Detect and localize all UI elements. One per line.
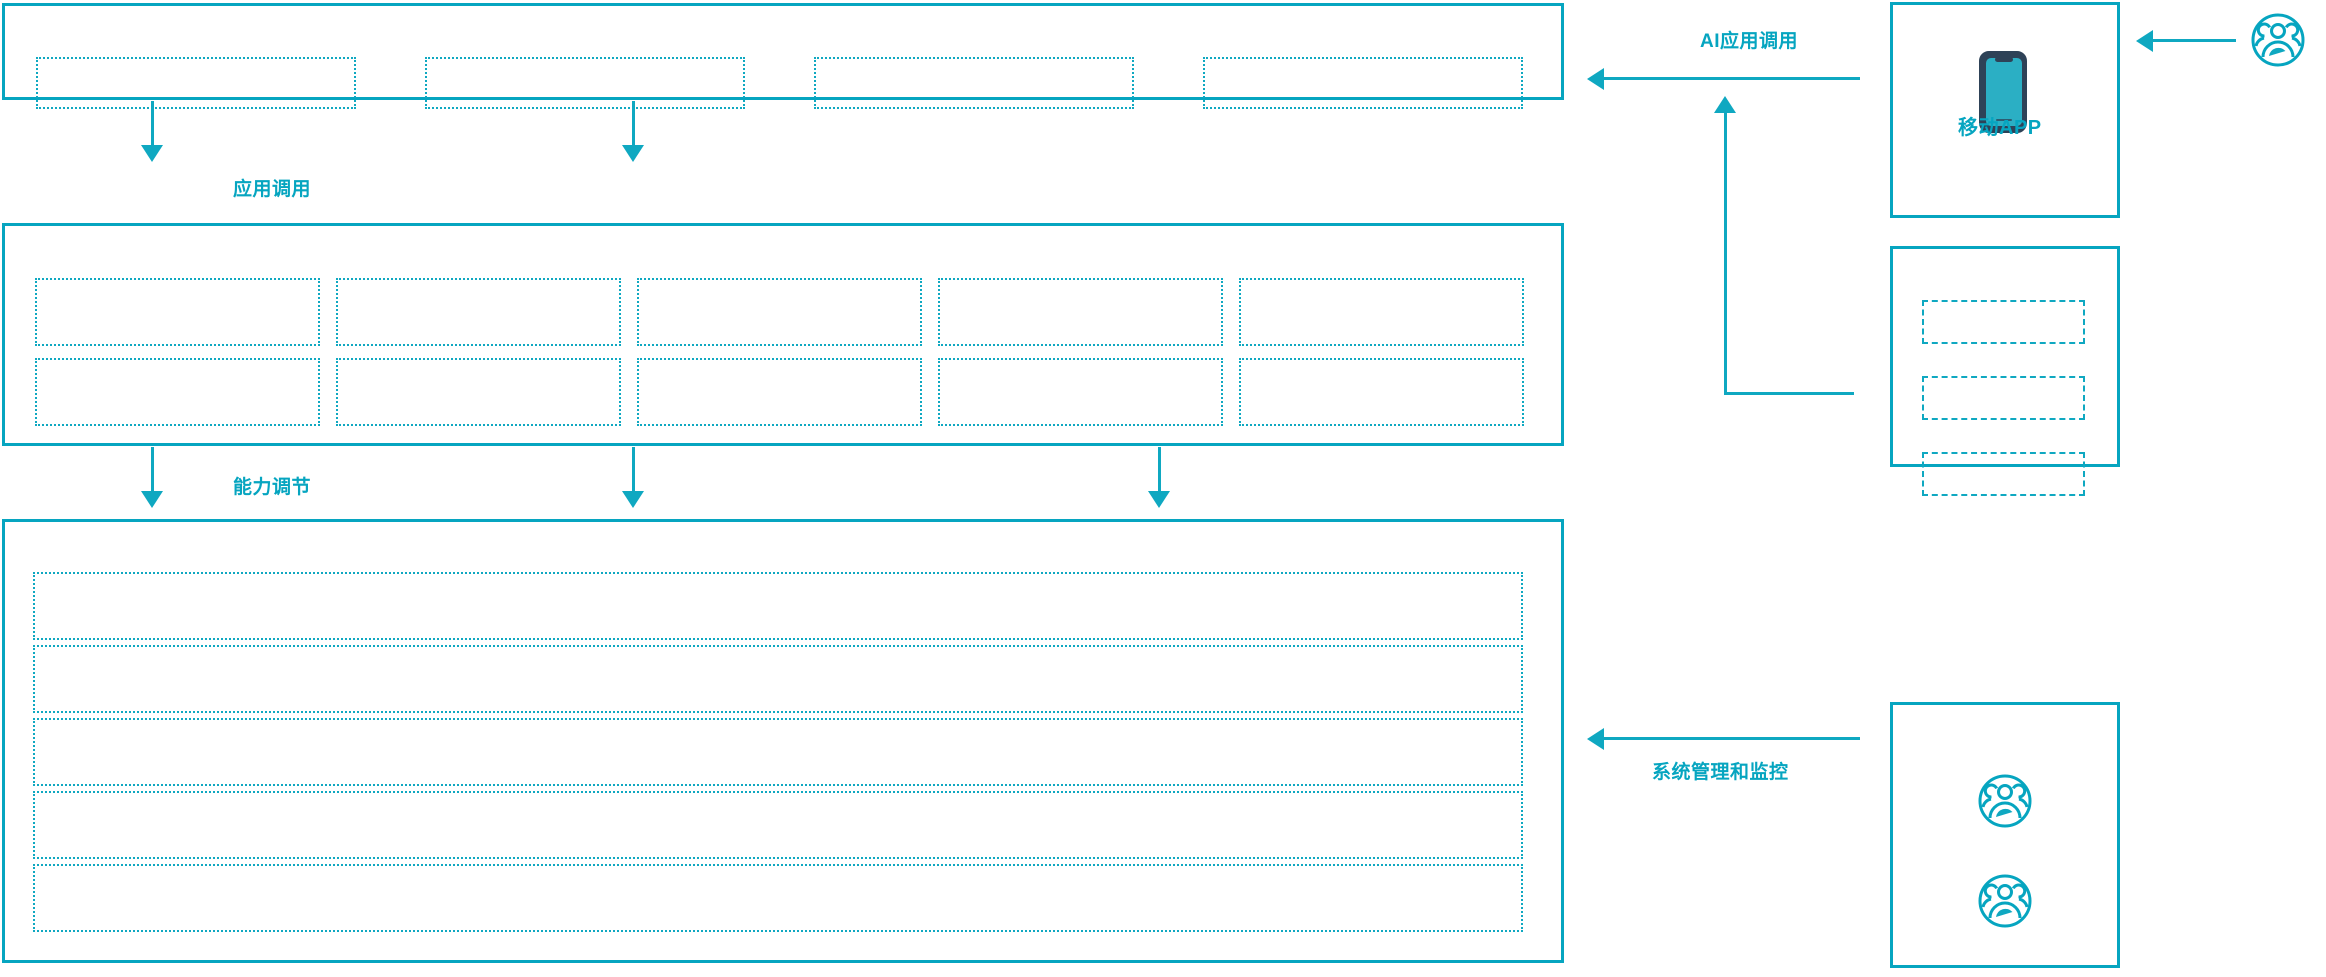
platform-row-2[interactable] xyxy=(33,645,1523,713)
channel-slot-1[interactable] xyxy=(1922,300,2085,344)
external-actor-line xyxy=(2150,39,2236,42)
capability-tuning-connector-arrow-3 xyxy=(1148,491,1170,508)
capability-layer-panel xyxy=(2,223,1564,446)
capability-tuning-connector-arrow-1 xyxy=(141,491,163,508)
platform-row-1[interactable] xyxy=(33,572,1523,640)
capability-cell-r2c1[interactable] xyxy=(35,358,320,426)
channel-panel xyxy=(1890,246,2120,467)
application-slot-2[interactable] xyxy=(425,57,745,109)
capability-tuning-connector-arrow-2 xyxy=(622,491,644,508)
platform-row-4[interactable] xyxy=(33,791,1523,859)
app-call-connector-left-line xyxy=(151,101,154,147)
capability-cell-r2c5[interactable] xyxy=(1239,358,1524,426)
capability-cell-r2c2[interactable] xyxy=(336,358,621,426)
capability-cell-r1c3[interactable] xyxy=(637,278,922,346)
application-layer-panel xyxy=(2,3,1564,100)
app-call-connector-right-arrow xyxy=(622,145,644,162)
user-group-icon xyxy=(2250,12,2306,68)
channel-slot-3[interactable] xyxy=(1922,452,2085,496)
capability-cell-r2c3[interactable] xyxy=(637,358,922,426)
platform-row-3[interactable] xyxy=(33,718,1523,786)
app-call-label: 应用调用 xyxy=(233,179,312,200)
mobile-phone-icon xyxy=(1970,48,2040,138)
channel-riser-arrowhead xyxy=(1714,96,1736,113)
capability-cell-r1c4[interactable] xyxy=(938,278,1223,346)
user-group-icon xyxy=(1977,773,2033,829)
capability-cell-r2c4[interactable] xyxy=(938,358,1223,426)
platform-layer-panel xyxy=(2,519,1564,963)
user-group-icon xyxy=(1977,873,2033,929)
platform-row-5[interactable] xyxy=(33,864,1523,932)
system-mgmt-label: 系统管理和监控 xyxy=(1652,762,1789,783)
mobile-app-caption: 移动APP xyxy=(1958,117,2042,139)
system-mgmt-line xyxy=(1602,737,1860,740)
capability-cell-r1c2[interactable] xyxy=(336,278,621,346)
external-actor-arrowhead xyxy=(2136,30,2153,52)
capability-tuning-connector-line-3 xyxy=(1158,447,1161,493)
app-call-connector-left-arrow xyxy=(141,145,163,162)
ai-app-call-label: AI应用调用 xyxy=(1700,31,1799,52)
channel-riser-line xyxy=(1724,112,1727,394)
application-slot-3[interactable] xyxy=(814,57,1134,109)
channel-riser-foot xyxy=(1724,392,1854,395)
capability-cell-r1c5[interactable] xyxy=(1239,278,1524,346)
capability-tuning-connector-line-1 xyxy=(151,447,154,493)
ai-app-call-line xyxy=(1602,77,1860,80)
capability-tuning-connector-line-2 xyxy=(632,447,635,493)
application-slot-4[interactable] xyxy=(1203,57,1523,109)
operations-panel xyxy=(1890,702,2120,968)
app-call-connector-right-line xyxy=(632,101,635,147)
capability-cell-r1c1[interactable] xyxy=(35,278,320,346)
channel-slot-2[interactable] xyxy=(1922,376,2085,420)
application-slot-1[interactable] xyxy=(36,57,356,109)
system-mgmt-arrowhead xyxy=(1587,728,1604,750)
ai-app-call-arrowhead xyxy=(1587,68,1604,90)
capability-tuning-label: 能力调节 xyxy=(233,477,312,498)
